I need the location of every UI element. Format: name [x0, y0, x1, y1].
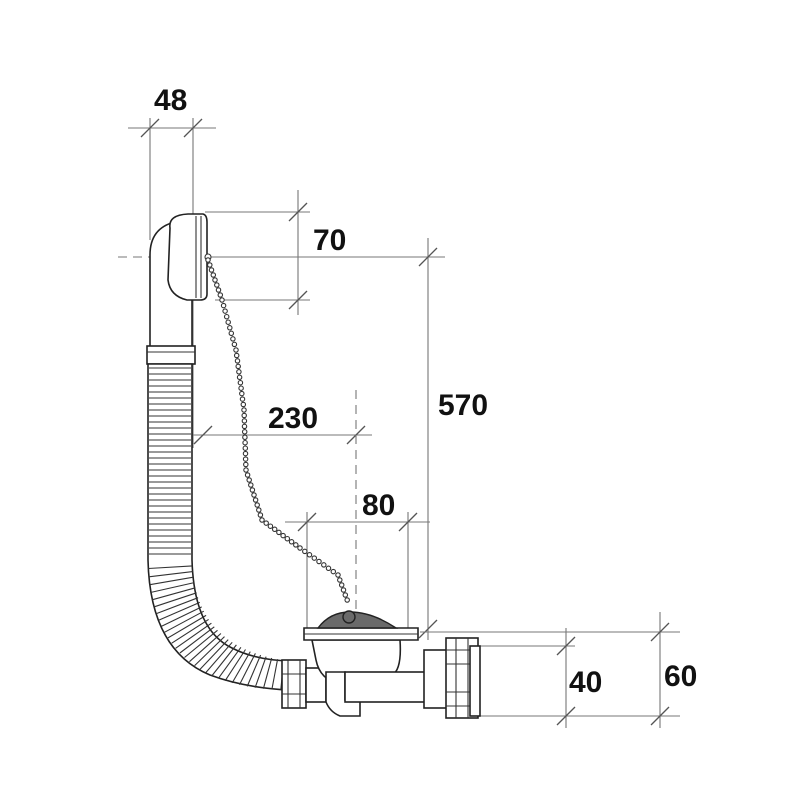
- chain-bead: [243, 461, 249, 468]
- chain-bead: [241, 412, 247, 419]
- outlet-connector: [423, 637, 481, 719]
- chain-bead: [225, 319, 231, 325]
- chain-bead: [338, 582, 345, 588]
- chain-bead: [234, 358, 241, 364]
- chain-bead: [311, 555, 318, 561]
- chain-bead: [222, 308, 228, 314]
- chain-bead: [240, 401, 247, 408]
- dim-60-label: 60: [664, 660, 697, 693]
- dimension-labels: 48 70 570 230 80 40 60: [154, 84, 697, 699]
- chain-bead: [205, 257, 211, 263]
- flexible-hose: [147, 363, 307, 709]
- chain-bead: [256, 507, 262, 513]
- chain-bead: [239, 390, 245, 397]
- chain-bead: [220, 302, 227, 309]
- chain-bead: [241, 429, 248, 435]
- chain-bead: [246, 477, 252, 483]
- chain-bead: [235, 363, 241, 370]
- chain-bead: [325, 565, 332, 572]
- chain-bead: [316, 558, 322, 565]
- chain-bead: [335, 572, 341, 578]
- chain-bead: [215, 287, 222, 293]
- chain-bead: [288, 539, 295, 545]
- chain-bead: [321, 562, 327, 568]
- chain-bead: [228, 330, 235, 337]
- chain-bead: [242, 450, 249, 457]
- chain-bead: [243, 467, 249, 473]
- chain-bead: [208, 267, 215, 273]
- chain-bead: [241, 407, 247, 413]
- dim-570-label: 570: [438, 389, 488, 422]
- dim-80-label: 80: [362, 489, 395, 522]
- chain-bead: [271, 526, 278, 533]
- chain-bead: [210, 272, 217, 278]
- chain-bead: [242, 439, 248, 446]
- chain-bead: [237, 379, 244, 386]
- chain-bead: [223, 313, 230, 320]
- chain-bead: [242, 434, 248, 441]
- chain-bead: [230, 336, 236, 342]
- chain-bead: [252, 497, 259, 503]
- chain-bead: [251, 492, 257, 498]
- chain-bead: [257, 512, 264, 518]
- chain-bead: [217, 292, 224, 298]
- chain-bead: [233, 352, 240, 359]
- chain-bead: [276, 529, 282, 536]
- chain-bead: [267, 523, 274, 529]
- chain-bead: [212, 277, 218, 283]
- chain-bead: [302, 548, 308, 555]
- chain-bead: [249, 487, 256, 493]
- chain-bead: [219, 297, 225, 303]
- dimension-lines: [118, 118, 680, 728]
- chain-bead: [248, 482, 254, 488]
- chain-bead: [293, 542, 299, 548]
- chain-bead: [236, 369, 242, 375]
- chain-bead: [297, 545, 303, 551]
- chain-bead: [342, 592, 349, 598]
- chain-bead: [337, 577, 343, 583]
- chain-bead: [330, 568, 337, 575]
- chain-bead: [236, 374, 243, 381]
- chain-bead: [344, 597, 350, 603]
- plug-chain: [205, 257, 350, 603]
- chain-bead: [238, 385, 244, 391]
- dim-230-label: 230: [268, 402, 318, 435]
- chain-bead: [306, 552, 313, 558]
- chain-bead: [233, 347, 239, 353]
- dim-70-label: 70: [313, 224, 346, 257]
- dim-48-label: 48: [154, 84, 187, 117]
- chain-bead: [254, 502, 260, 508]
- chain-bead: [244, 472, 251, 478]
- chain-bead: [214, 282, 220, 288]
- chain-bead: [259, 517, 265, 523]
- chain-bead: [284, 535, 291, 542]
- chain-bead: [241, 423, 248, 430]
- chain-bead: [227, 325, 233, 331]
- waste-body: [303, 610, 426, 717]
- dim-40-label: 40: [569, 666, 602, 699]
- chain-bead: [242, 445, 249, 451]
- chain-bead: [241, 418, 248, 424]
- chain-bead: [263, 520, 269, 526]
- chain-bead: [207, 262, 213, 268]
- chain-bead: [239, 396, 246, 402]
- overflow-assembly: [146, 213, 212, 365]
- chain-bead: [340, 587, 347, 593]
- chain-bead: [280, 532, 286, 539]
- chain-bead: [231, 341, 238, 348]
- chain-bead: [242, 456, 249, 462]
